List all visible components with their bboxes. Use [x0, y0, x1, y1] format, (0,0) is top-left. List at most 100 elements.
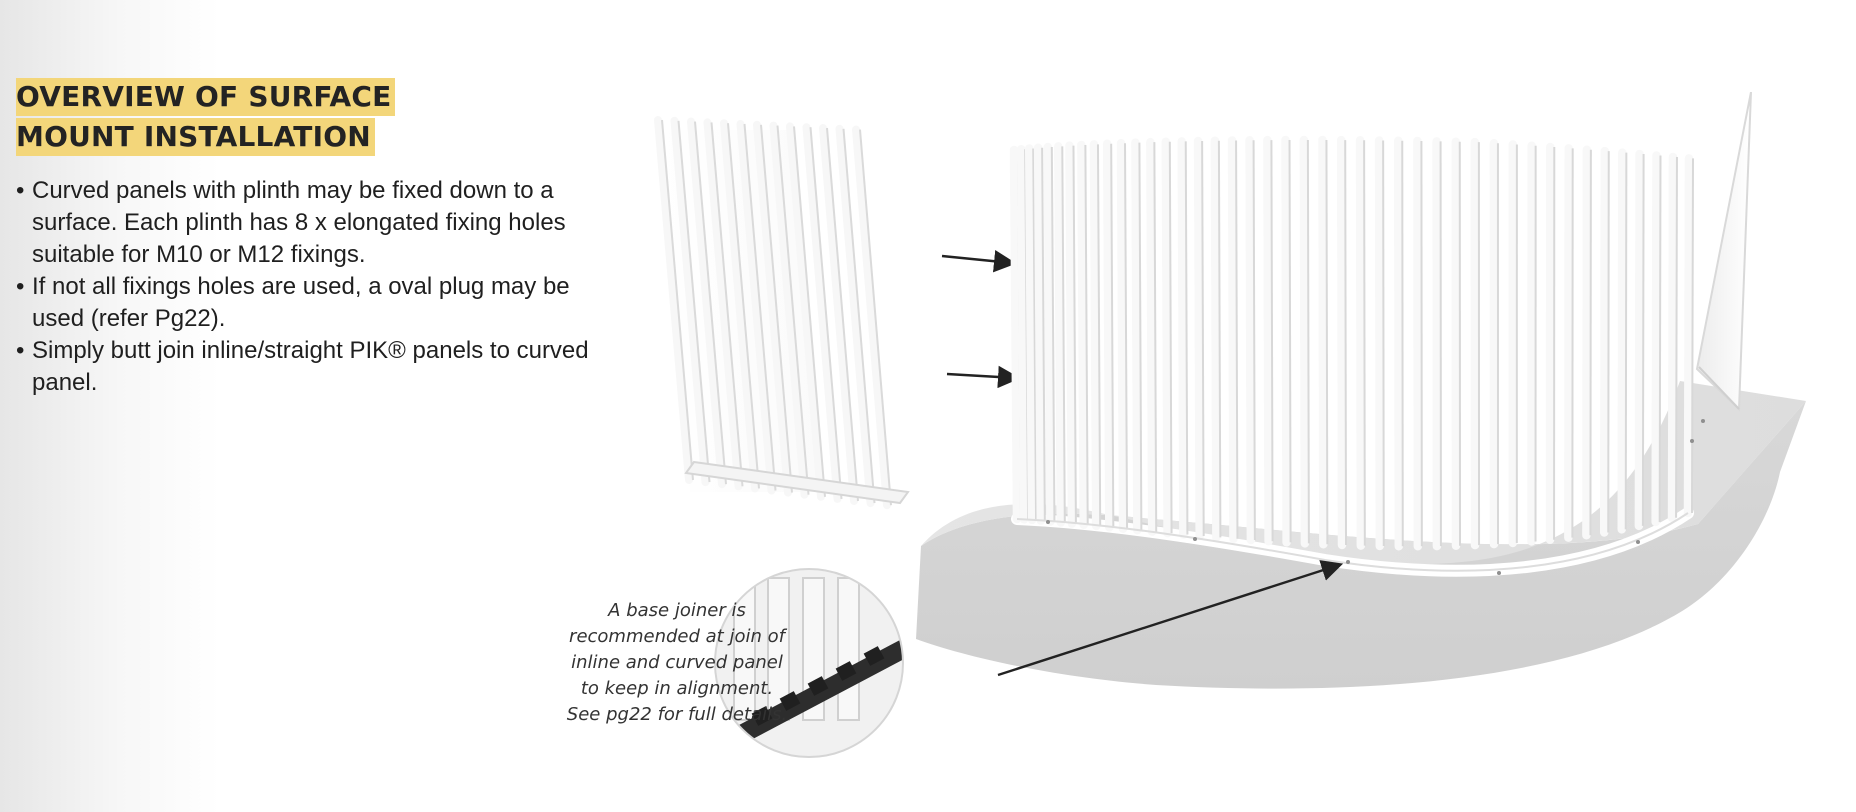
curved-picket	[1683, 154, 1694, 518]
bullet-list: • Curved panels with plinth may be fixed…	[16, 175, 596, 399]
straight-picket-edge	[826, 127, 859, 502]
curved-picket	[1227, 136, 1238, 544]
curved-picket-edge	[1084, 144, 1089, 525]
straight-picket-edge	[710, 122, 744, 487]
bullet-item-2: • If not all fixings holes are used, a o…	[16, 271, 596, 335]
curved-picket-edge	[1072, 145, 1077, 524]
installation-illustration	[654, 92, 1806, 758]
straight-picket-edge	[694, 121, 727, 485]
curved-picket	[1161, 137, 1172, 538]
straight-picket-edge	[842, 128, 876, 504]
straight-picket	[753, 120, 792, 497]
curved-picket	[1634, 149, 1644, 531]
straight-picket-edge	[859, 129, 892, 506]
straight-panel-illustration	[654, 116, 910, 510]
straight-picket-edge	[809, 127, 843, 499]
curved-picket	[1024, 144, 1037, 525]
bullet-dot-icon: •	[16, 273, 25, 300]
curved-picket	[1393, 136, 1404, 551]
curved-picket-edge	[1124, 143, 1129, 529]
curved-picket	[1374, 136, 1385, 551]
curved-picket	[1089, 140, 1101, 531]
bullet-item-1: • Curved panels with plinth may be fixed…	[16, 175, 596, 271]
arrow-icon-lower	[946, 365, 1021, 389]
curved-picket-edge	[1401, 140, 1404, 547]
curved-picket-edge	[1624, 152, 1628, 530]
arrow-icon-upper	[941, 250, 1017, 273]
straight-picket	[835, 124, 875, 508]
bullet-item-3: • Simply butt join inline/straight PIK® …	[16, 335, 596, 399]
heading-line-1: OVERVIEW OF SURFACE	[16, 78, 396, 116]
curved-picket-edge	[1096, 144, 1102, 527]
straight-picket	[786, 122, 825, 501]
curved-picket	[1336, 135, 1347, 550]
curved-picket	[1077, 140, 1088, 529]
curved-picket-edge	[1201, 140, 1205, 536]
curved-picket	[1033, 143, 1046, 525]
curved-picket	[1193, 136, 1204, 541]
curved-picket-edge	[1235, 140, 1239, 539]
straight-picket-edge	[793, 126, 826, 497]
curved-picket-edge	[1032, 148, 1038, 520]
curved-picket-edge	[1607, 151, 1610, 533]
bullet-dot-icon: •	[16, 337, 25, 364]
straight-picket-edge	[677, 120, 711, 483]
base-joiner-detail	[714, 568, 904, 758]
curved-picket-edge	[1041, 147, 1046, 521]
curved-picket-edge	[1050, 147, 1056, 522]
curved-picket	[1054, 142, 1066, 527]
curved-picket-edge	[1641, 154, 1645, 526]
callout-line-3: inline and curved panel	[571, 652, 783, 673]
curved-picket-edge	[1270, 140, 1274, 542]
callout-line-2: recommended at join of	[569, 626, 785, 647]
curved-picket	[1131, 138, 1142, 535]
curved-picket	[1065, 141, 1077, 528]
bullet-text-3: Simply butt join inline/straight PIK® pa…	[32, 337, 589, 396]
curved-picket	[1651, 151, 1661, 527]
straight-picket-edge	[743, 123, 777, 491]
curved-picket-edge	[1658, 155, 1662, 523]
straight-picket-edge	[776, 125, 810, 495]
straight-picket	[687, 117, 726, 489]
straight-picket	[769, 121, 809, 499]
straight-picket	[720, 119, 759, 493]
curved-fence-illustration	[916, 92, 1806, 689]
curved-picket-edge	[1138, 142, 1143, 531]
curved-picket-edge	[1344, 140, 1348, 546]
curved-picket-edge	[1675, 156, 1678, 518]
curved-picket	[1016, 145, 1029, 524]
curved-picket	[1318, 135, 1328, 549]
bullet-dot-icon: •	[16, 177, 25, 204]
curved-picket-edge	[1382, 140, 1385, 547]
curved-picket	[1210, 136, 1221, 542]
curved-picket	[1355, 136, 1366, 550]
callout-line-1: A base joiner is	[608, 600, 746, 621]
heading-line-2: MOUNT INSTALLATION	[16, 118, 375, 156]
straight-picket	[703, 118, 743, 491]
curved-picket	[1102, 139, 1114, 532]
callout-line-4: to keep in alignment.	[580, 678, 774, 699]
curved-picket-edge	[1363, 140, 1366, 546]
straight-picket-edge	[760, 124, 793, 493]
bullet-text-1: Curved panels with plinth may be fixed d…	[32, 177, 566, 268]
curved-picket	[1146, 137, 1157, 536]
page-heading: OVERVIEW OF SURFACE MOUNT INSTALLATION	[16, 78, 536, 158]
straight-picket	[736, 120, 776, 495]
curved-picket	[1245, 136, 1256, 545]
callout-line-5: See pg22 for full details.	[566, 704, 788, 725]
curved-picket	[1281, 135, 1291, 547]
curved-picket	[1116, 138, 1128, 533]
curved-picket-edge	[1217, 140, 1222, 538]
curved-picket	[1009, 145, 1022, 524]
curved-picket	[1667, 152, 1678, 522]
curved-picket-edge	[1061, 146, 1066, 523]
straight-picket	[670, 116, 710, 487]
curved-picket	[1263, 135, 1273, 546]
straight-picket	[654, 116, 693, 484]
curved-picket	[1177, 137, 1188, 539]
straight-picket	[852, 125, 891, 510]
curved-picket	[1617, 148, 1627, 534]
callout-arrow-icon	[997, 560, 1344, 677]
curved-picket-edge	[1184, 141, 1189, 535]
curved-picket-edge	[1110, 143, 1115, 528]
